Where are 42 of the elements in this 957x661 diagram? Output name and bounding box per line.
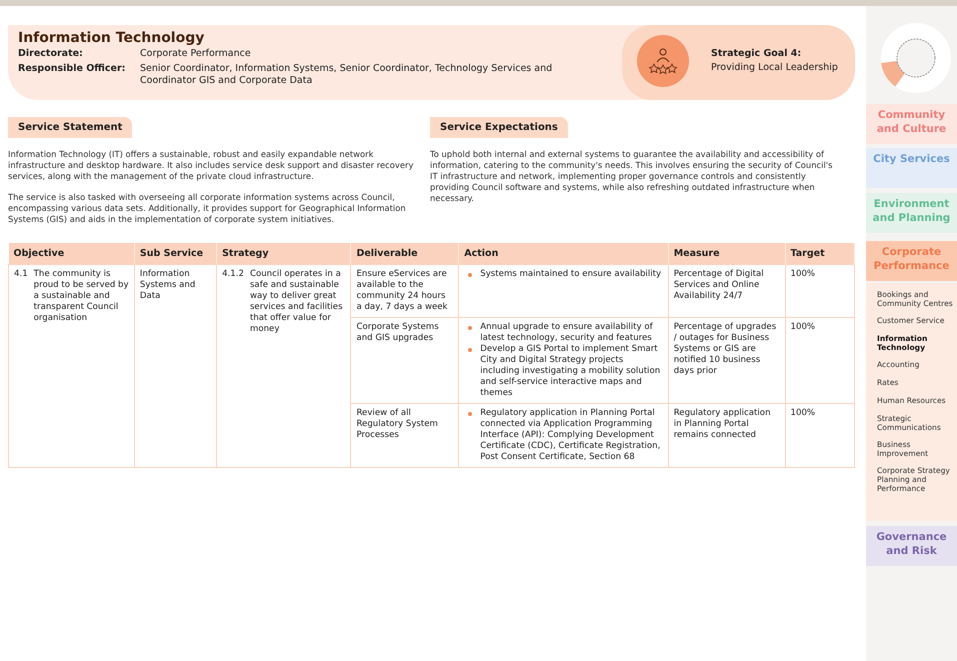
- cell-text: Review of all Regulatory System Processes: [356, 408, 438, 440]
- bullet-item: Regulatory application in Planning Portal connected via Application Programming Interface (API): Complying Development Certificate (CDC), Certificate Registration, Post Consent Certificate, Section 68: [480, 408, 662, 463]
- page-title: Information Technology: [18, 30, 204, 46]
- column-header: Action: [458, 243, 668, 264]
- cell-text: Council operates in a safe and sustainable way to deliver great services and facilities that offer value for money: [250, 269, 344, 335]
- field-label: Strategic Goal 4:: [711, 48, 802, 60]
- column-header: Measure: [668, 243, 786, 264]
- field-value: Corporate Performance: [140, 48, 252, 60]
- bullet-item: Develop a GIS Portal to implement Smart City and Digital Strategy projects including investigating a mobility solution and self-service interactive maps and themes: [480, 344, 662, 399]
- field-label: Responsible Officer:: [18, 63, 126, 75]
- field-value: Providing Local Leadership: [711, 62, 839, 74]
- column-header: Objective: [8, 243, 134, 264]
- cell-text: Regulatory application in Planning Portal remains connected: [674, 408, 771, 440]
- cell-text: 100%: [790, 408, 816, 418]
- cell-text: Corporate Systems and GIS upgrades: [356, 322, 439, 343]
- paragraph: The service is also tasked with overseeing all corporate information systems across Council, encompassing various data sets. Additionally, it provides support for Geographical Information Systems (GIS) and aids in the implementation of corporate system initiatives.: [8, 192, 407, 225]
- cell-text: Information Systems and Data: [140, 269, 196, 301]
- cell-text: Percentage of Digital Services and Online Availability 24/7: [674, 269, 764, 301]
- category-tab: City Services: [866, 148, 957, 188]
- column-header: Deliverable: [350, 243, 459, 264]
- cell-text: 100%: [790, 269, 816, 279]
- cell-text: 100%: [790, 322, 816, 332]
- category-tab: Environment and Planning: [866, 193, 957, 233]
- column-header: Target: [785, 243, 854, 264]
- field-label: Directorate:: [18, 48, 84, 60]
- section-tab: Service Statement: [8, 117, 132, 138]
- paragraph: To uphold both internal and external systems to guarantee the availability and accessibility of information, catering to the community's needs. This involves ensuring the security of Council's IT infrastructure and network, implementing proper governance controls and consistently providing Council software and systems, while also refreshing outdated infrastructure when necessary.: [430, 149, 834, 204]
- column-header: Strategy: [216, 243, 351, 264]
- cell-text: Ensure eServices are available to the community 24 hours a day, 7 days a week: [356, 269, 448, 312]
- category-tab: Community and Culture: [866, 104, 957, 144]
- paragraph: Information Technology (IT) offers a sustainable, robust and easily expandable network infrastructure and desktop hardware. It also includes service desk support and disaster recovery services, along with the management of the private cloud infrastructure.: [8, 149, 414, 182]
- item-number: 4.1.2: [222, 269, 244, 281]
- cell-text: Percentage of upgrades / outages for Business Systems or GIS are notified 10 business days prior: [674, 322, 776, 376]
- bullet-item: Systems maintained to ensure availability: [480, 269, 662, 280]
- field-value: Senior Coordinator, Information Systems, Senior Coordinator, Technology Services and Coordinator GIS and Corporate Data: [140, 63, 554, 87]
- item-number: 4.1: [14, 269, 28, 281]
- category-tab: Corporate Performance: [866, 241, 957, 281]
- bullet-item: Annual upgrade to ensure availability of latest technology, security and features: [480, 322, 654, 344]
- section-tab: Service Expectations: [430, 117, 568, 138]
- column-header: Sub Service: [134, 243, 217, 264]
- category-tab: Governance and Risk: [866, 526, 957, 566]
- cell-text: The community is proud to be served by a sustainable and transparent Council organisation: [34, 269, 129, 324]
